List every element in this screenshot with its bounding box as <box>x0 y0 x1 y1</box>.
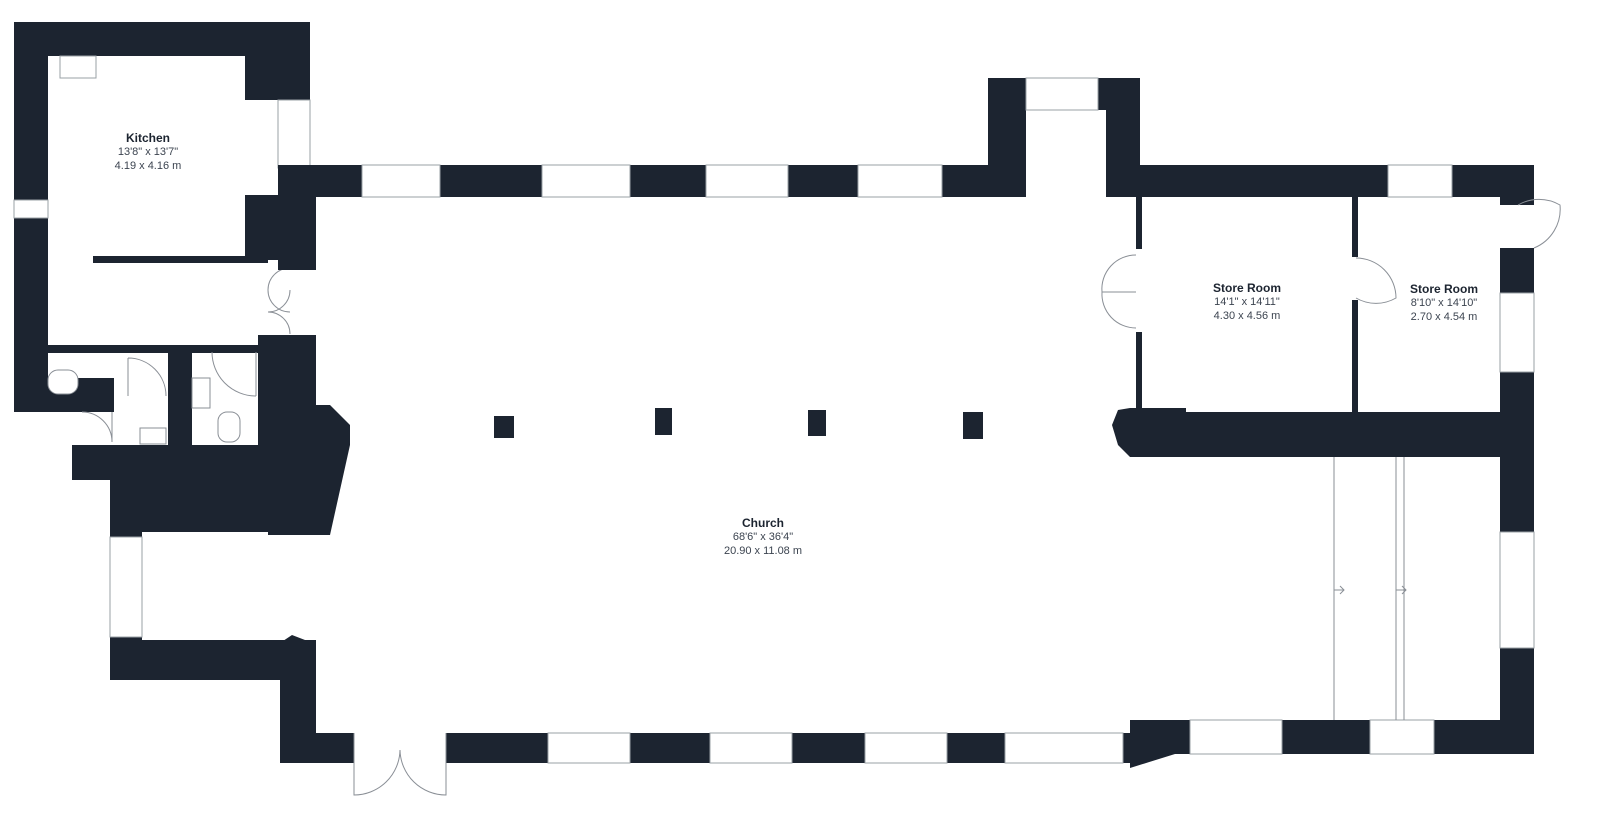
arrow-2 <box>1396 585 1407 595</box>
room-dim-imperial: 14'1" x 14'11" <box>1214 296 1280 308</box>
church-window-left <box>109 536 143 638</box>
kitchen-window-right <box>277 99 311 169</box>
wc-door-left <box>127 357 167 397</box>
church-window-top-2 <box>541 164 631 198</box>
kitchen-door <box>267 267 291 335</box>
wc-toilet-left <box>47 369 79 395</box>
main-door <box>353 733 447 796</box>
church-window-top-3 <box>705 164 789 198</box>
wc-toilet-right <box>217 411 241 443</box>
kitchen-window-top <box>59 55 97 79</box>
room-dim-metric: 4.19 x 4.16 m <box>114 160 182 172</box>
pillar-3 <box>808 410 826 436</box>
store-window-top <box>1387 164 1453 198</box>
church-window-bottom-1 <box>547 732 631 764</box>
room-dim-metric: 4.30 x 4.56 m <box>1213 310 1281 322</box>
store-door-outer <box>1517 198 1561 249</box>
room-label-church: Church 68'6" x 36'4" 20.90 x 11.08 m <box>703 516 823 558</box>
room-dim-imperial: 8'10" x 14'10" <box>1410 297 1478 309</box>
store-door-right <box>1355 257 1397 304</box>
store-window-right <box>1499 292 1535 373</box>
church-window-bottom-5 <box>1189 719 1283 755</box>
wc-walls <box>72 335 350 535</box>
room-label-kitchen: Kitchen 13'8" x 13'7" 4.19 x 4.16 m <box>98 131 198 173</box>
church-window-top-1 <box>361 164 441 198</box>
wc-basin-left <box>139 427 167 445</box>
church-window-right <box>1499 531 1535 649</box>
room-label-store-room-1: Store Room 14'1" x 14'11" 4.30 x 4.56 m <box>1192 281 1302 323</box>
wc-basin-right <box>191 377 211 409</box>
room-dim-imperial: 68'6" x 36'4" <box>732 531 794 543</box>
church-window-apse <box>1025 77 1099 111</box>
church-window-bottom-6 <box>1369 719 1435 755</box>
room-name: Church <box>742 516 784 530</box>
wc-door-right <box>211 351 257 397</box>
kitchen-window-left <box>13 199 49 219</box>
pillar-1 <box>494 416 514 438</box>
room-dim-imperial: 13'8" x 13'7" <box>117 146 179 158</box>
church-window-top-4 <box>857 164 943 198</box>
main-entrance <box>354 733 446 763</box>
church-window-bottom-2 <box>709 732 793 764</box>
room-dim-metric: 20.90 x 11.08 m <box>723 545 803 557</box>
pillar-4 <box>963 412 983 439</box>
pillar-2 <box>655 408 672 435</box>
room-dim-metric: 2.70 x 4.54 m <box>1410 311 1478 323</box>
church-window-bottom-4 <box>1004 732 1124 764</box>
wc-door-bottom <box>81 411 113 443</box>
room-name: Kitchen <box>125 131 170 145</box>
church-window-bottom-3 <box>864 732 948 764</box>
store-door-left <box>1101 254 1137 329</box>
room-name: Store Room <box>1409 282 1478 296</box>
room-name: Store Room <box>1212 281 1281 295</box>
room-label-store-room-2: Store Room 8'10" x 14'10" 2.70 x 4.54 m <box>1394 282 1494 324</box>
arrow-1 <box>1334 585 1345 595</box>
